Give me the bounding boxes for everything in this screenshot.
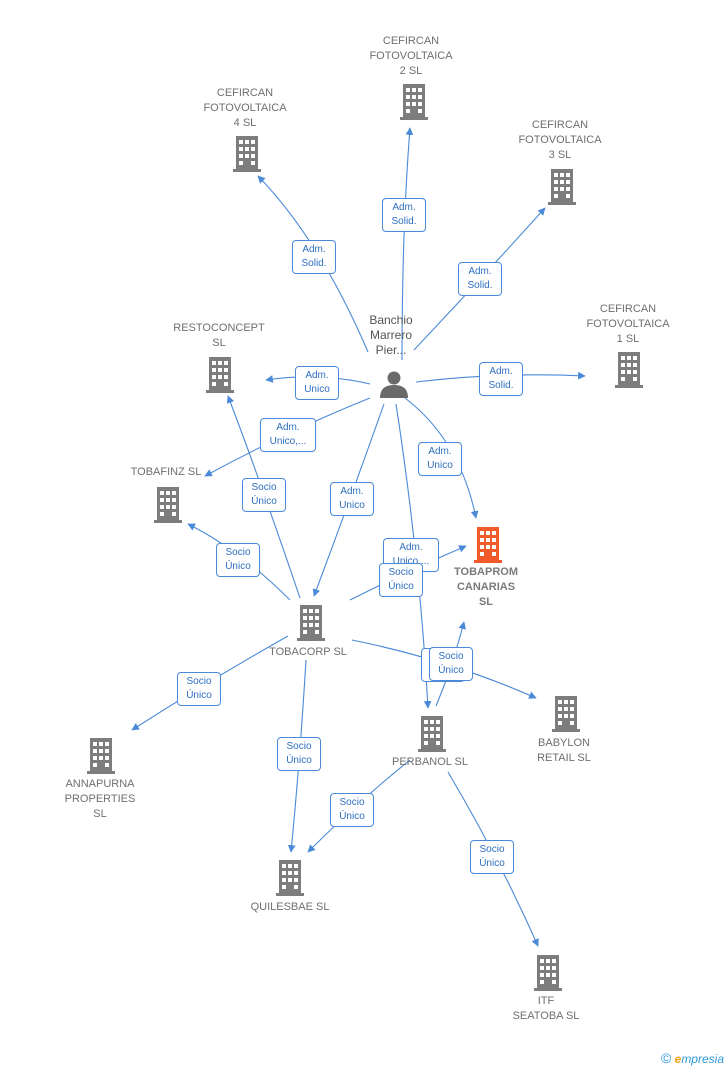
- building-icon-f2[interactable]: [400, 84, 428, 120]
- building-icon-tobafinz[interactable]: [154, 487, 182, 523]
- edge-badge-tobacorp-annapurna[interactable]: Socio Único: [177, 672, 221, 706]
- building-icon-tobaprom[interactable]: [474, 527, 502, 563]
- icons-layer: [87, 84, 643, 991]
- brand-logo: © empresia: [661, 1050, 724, 1066]
- edge-badge-person-f1[interactable]: Adm. Solid.: [479, 362, 523, 396]
- building-icon-f1[interactable]: [615, 352, 643, 388]
- node-label-tobaprom[interactable]: TOBAPROM CANARIAS SL: [454, 566, 518, 608]
- building-icon-babylon[interactable]: [552, 696, 580, 732]
- node-label-f2[interactable]: CEFIRCAN FOTOVOLTAICA 2 SL: [369, 35, 453, 77]
- edge-badge-perbanol-tobaprom[interactable]: Socio Único: [429, 647, 473, 681]
- edge-badge-tobacorp-resto[interactable]: Socio Único: [242, 478, 286, 512]
- node-label-f1[interactable]: CEFIRCAN FOTOVOLTAICA 1 SL: [586, 303, 670, 345]
- node-label-quilesbae[interactable]: QUILESBAE SL: [250, 901, 330, 913]
- edge-badge-person-tobacorp[interactable]: Adm. Unico: [330, 482, 374, 516]
- building-icon-tobacorp[interactable]: [297, 605, 325, 641]
- node-label-person[interactable]: Banchio Marrero Pier...: [369, 313, 413, 357]
- building-icon-annapurna[interactable]: [87, 738, 115, 774]
- building-icon-perbanol[interactable]: [418, 716, 446, 752]
- node-label-tobacorp[interactable]: TOBACORP SL: [269, 646, 347, 658]
- node-label-f3[interactable]: CEFIRCAN FOTOVOLTAICA 3 SL: [518, 119, 602, 161]
- person-icon[interactable]: [380, 371, 408, 399]
- building-icon-itf[interactable]: [534, 955, 562, 991]
- copyright-icon: ©: [660, 1050, 672, 1066]
- building-icon-f4[interactable]: [233, 136, 261, 172]
- building-icon-quilesbae[interactable]: [276, 860, 304, 896]
- edge-badge-person-resto[interactable]: Adm. Unico: [295, 366, 339, 400]
- node-label-resto[interactable]: RESTOCONCEPT SL: [173, 322, 265, 349]
- node-label-tobafinz[interactable]: TOBAFINZ SL: [130, 466, 202, 478]
- edge-badge-person-f2[interactable]: Adm. Solid.: [382, 198, 426, 232]
- building-icon-f3[interactable]: [548, 169, 576, 205]
- edge-badge-tobacorp-tobafinz[interactable]: Socio Único: [216, 543, 260, 577]
- node-label-itf[interactable]: ITF SEATOBA SL: [512, 995, 580, 1022]
- brand-name: mpresia: [681, 1052, 724, 1066]
- edge-badge-tobacorp-tobaprom[interactable]: Socio Único: [379, 563, 423, 597]
- building-icon-resto[interactable]: [206, 357, 234, 393]
- node-label-perbanol[interactable]: PERBANOL SL: [391, 756, 468, 768]
- edge-badge-person-f4[interactable]: Adm. Solid.: [292, 240, 336, 274]
- edge-badge-person-tobafinz[interactable]: Adm. Unico,...: [260, 418, 316, 452]
- edge-badge-person-f3[interactable]: Adm. Solid.: [458, 262, 502, 296]
- node-label-annapurna[interactable]: ANNAPURNA PROPERTIES SL: [64, 778, 136, 820]
- edge-person-f2: [401, 127, 414, 361]
- edge-badge-tobacorp-quilesbae[interactable]: Socio Único: [277, 737, 321, 771]
- node-label-f4[interactable]: CEFIRCAN FOTOVOLTAICA 4 SL: [203, 87, 287, 129]
- edge-badge-person-tobaprom[interactable]: Adm. Unico: [418, 442, 462, 476]
- edge-badge-perbanol-quilesbae[interactable]: Socio Único: [330, 793, 374, 827]
- node-label-babylon[interactable]: BABYLON RETAIL SL: [537, 737, 591, 764]
- brand-initial: e: [674, 1052, 682, 1066]
- edge-badge-perbanol-itf[interactable]: Socio Único: [470, 840, 514, 874]
